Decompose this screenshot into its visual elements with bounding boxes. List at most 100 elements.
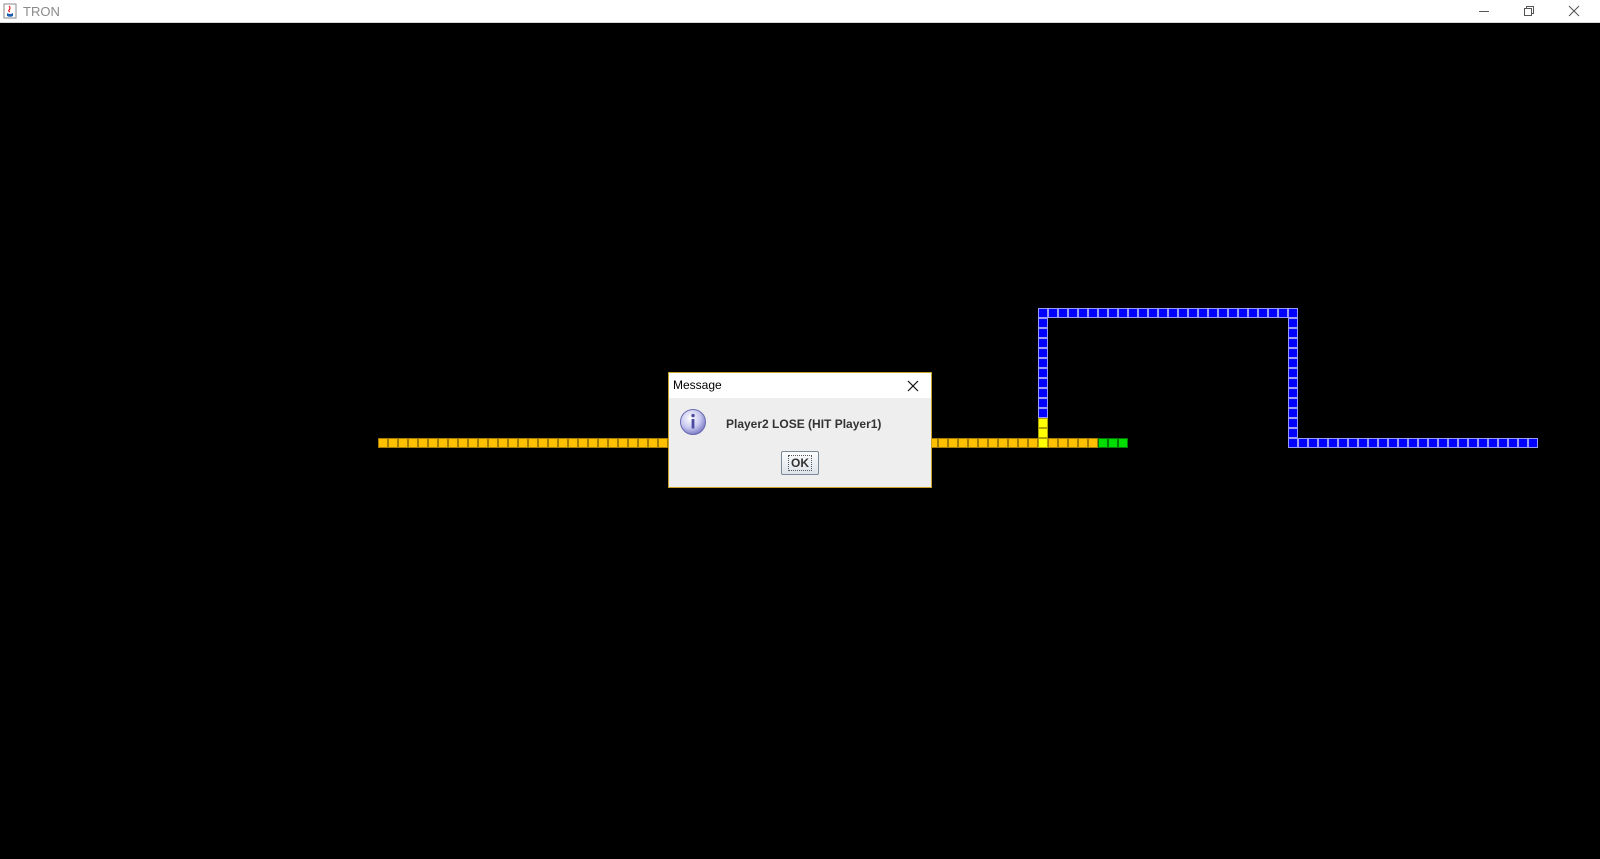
trail-cell-player2 <box>1088 308 1098 318</box>
trail-cell-player1 <box>958 438 968 448</box>
trail-cell-player2 <box>1038 388 1048 398</box>
info-icon <box>680 409 706 435</box>
trail-cell-player2 <box>1038 408 1048 418</box>
restore-button[interactable] <box>1507 0 1551 22</box>
dialog-title-bar[interactable]: Message <box>669 373 931 398</box>
trail-cell-player1 <box>648 438 658 448</box>
trail-cell-player1 <box>378 438 388 448</box>
message-dialog: Message Player2 LOSE (HIT Player1) <box>668 372 932 488</box>
trail-cell-player2 <box>1258 308 1268 318</box>
trail-cell-player1 <box>1088 438 1098 448</box>
ok-button[interactable]: OK <box>781 451 819 475</box>
trail-cell-player2 <box>1498 438 1508 448</box>
trail-cell-player2 <box>1188 308 1198 318</box>
java-app-icon <box>3 3 17 19</box>
trail-cell-player2 <box>1408 438 1418 448</box>
trail-cell-player1 <box>558 438 568 448</box>
trail-cell-player2 <box>1428 438 1438 448</box>
trail-cell-player1 <box>1018 438 1028 448</box>
title-bar[interactable]: TRON <box>0 0 1600 23</box>
trail-cell-player2 <box>1078 308 1088 318</box>
trail-cell-player2 <box>1218 308 1228 318</box>
ok-button-label: OK <box>788 455 812 471</box>
trail-cell-player1 <box>398 438 408 448</box>
trail-cell-player1 <box>568 438 578 448</box>
trail-cell-player2 <box>1328 438 1338 448</box>
trail-cell-player1 <box>598 438 608 448</box>
trail-cell-player1-head <box>1098 438 1108 448</box>
trail-cell-player1 <box>988 438 998 448</box>
trail-cell-player2 <box>1468 438 1478 448</box>
trail-cell-player2 <box>1308 438 1318 448</box>
restore-icon <box>1524 6 1534 16</box>
trail-cell-player2-head <box>1038 428 1048 438</box>
trail-cell-player1 <box>418 438 428 448</box>
trail-cell-player2 <box>1508 438 1518 448</box>
trail-cell-player1 <box>448 438 458 448</box>
minimize-button[interactable] <box>1462 0 1506 22</box>
close-icon <box>1568 5 1580 17</box>
dialog-title: Message <box>673 378 722 392</box>
trail-cell-player2 <box>1038 368 1048 378</box>
trail-cell-player1 <box>618 438 628 448</box>
trail-cell-player2 <box>1458 438 1468 448</box>
trail-cell-player1 <box>498 438 508 448</box>
trail-cell-player2 <box>1168 308 1178 318</box>
trail-cell-player1 <box>508 438 518 448</box>
close-button[interactable] <box>1552 0 1596 22</box>
trail-cell-player1 <box>948 438 958 448</box>
trail-cell-player1 <box>628 438 638 448</box>
trail-cell-player2 <box>1128 308 1138 318</box>
trail-cell-player1 <box>588 438 598 448</box>
trail-cell-player1 <box>468 438 478 448</box>
trail-cell-player2 <box>1478 438 1488 448</box>
trail-cell-player2 <box>1288 328 1298 338</box>
trail-cell-player2 <box>1038 398 1048 408</box>
trail-cell-player2 <box>1148 308 1158 318</box>
trail-cell-player2 <box>1058 308 1068 318</box>
trail-cell-player1 <box>488 438 498 448</box>
trail-cell-player2 <box>1288 388 1298 398</box>
trail-cell-player2 <box>1518 438 1528 448</box>
trail-cell-player2 <box>1198 308 1208 318</box>
trail-cell-player1 <box>998 438 1008 448</box>
trail-cell-player2 <box>1038 318 1048 328</box>
trail-cell-player2 <box>1038 338 1048 348</box>
trail-cell-player2 <box>1418 438 1428 448</box>
trail-cell-player2 <box>1268 308 1278 318</box>
close-icon <box>907 380 919 392</box>
trail-cell-player2 <box>1278 308 1288 318</box>
trail-cell-player2 <box>1528 438 1538 448</box>
trail-cell-player1-head <box>1108 438 1118 448</box>
dialog-close-button[interactable] <box>903 376 923 396</box>
trail-cell-player2 <box>1288 358 1298 368</box>
trail-cell-player2 <box>1448 438 1458 448</box>
dialog-message: Player2 LOSE (HIT Player1) <box>726 417 882 431</box>
trail-cell-player2 <box>1338 438 1348 448</box>
trail-cell-player1 <box>538 438 548 448</box>
trail-cell-player2 <box>1158 308 1168 318</box>
trail-cell-player2 <box>1488 438 1498 448</box>
trail-cell-player1 <box>518 438 528 448</box>
trail-cell-player2 <box>1288 338 1298 348</box>
trail-cell-player1 <box>938 438 948 448</box>
trail-cell-player1 <box>478 438 488 448</box>
trail-cell-player1 <box>1058 438 1068 448</box>
trail-cell-player1 <box>1028 438 1038 448</box>
trail-cell-player2 <box>1388 438 1398 448</box>
trail-cell-player2 <box>1288 428 1298 438</box>
trail-cell-player2 <box>1398 438 1408 448</box>
trail-cell-player2 <box>1348 438 1358 448</box>
trail-cell-player2 <box>1358 438 1368 448</box>
trail-cell-player1 <box>1078 438 1088 448</box>
trail-cell-player1 <box>658 438 668 448</box>
trail-cell-player2 <box>1038 378 1048 388</box>
trail-cell-player1 <box>438 438 448 448</box>
trail-cell-player2 <box>1038 348 1048 358</box>
trail-cell-player1 <box>528 438 538 448</box>
trail-cell-player2 <box>1238 308 1248 318</box>
trail-cell-player2 <box>1068 308 1078 318</box>
trail-cell-player2 <box>1288 438 1298 448</box>
trail-cell-player2 <box>1138 308 1148 318</box>
